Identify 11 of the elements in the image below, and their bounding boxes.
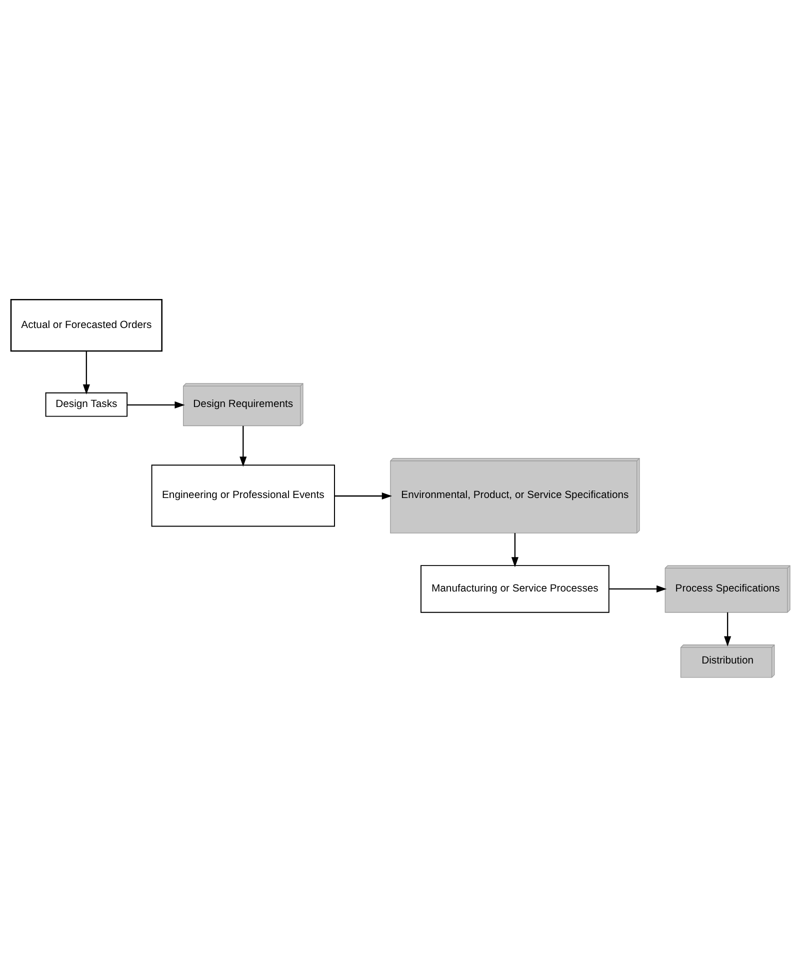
arrow [82, 351, 90, 394]
node-box: Engineering or Professional Events [151, 464, 335, 527]
arrow [334, 492, 392, 500]
arrow [724, 612, 732, 646]
arrow [127, 401, 185, 408]
node-box: Actual or Forecasted Orders [10, 298, 162, 352]
node-box: Design Tasks [45, 392, 128, 417]
arrow [240, 426, 247, 467]
arrow [511, 533, 518, 568]
arrow [609, 585, 667, 593]
node-box: Manufacturing or Service Processes [420, 565, 610, 613]
